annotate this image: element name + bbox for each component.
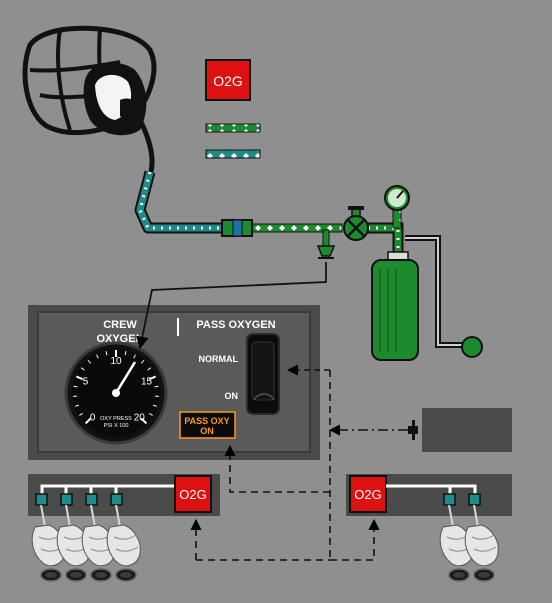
gauge-hub <box>112 389 120 397</box>
passenger-mask-icon <box>439 504 474 582</box>
gauge-tick-mark <box>154 385 159 388</box>
gauge-tick-mark <box>80 367 85 371</box>
control-signal-paths <box>190 370 380 561</box>
normal-position-label: NORMAL <box>199 354 239 364</box>
gauge-tick-label: 5 <box>83 376 89 387</box>
gauge-needle <box>114 361 137 394</box>
o2g-badge-left-label: O2G <box>179 487 206 502</box>
oxygen-line-sample <box>205 123 261 133</box>
crew-oxygen-label-line2: OXYGEN <box>96 333 143 345</box>
overboard-discharge-indicator <box>461 336 483 358</box>
shutoff-valve-icon <box>343 206 369 241</box>
on-position-label: ON <box>225 391 239 401</box>
gauge-tick-mark <box>75 375 84 381</box>
passenger-oxygen-unit-left: O2G <box>28 474 220 516</box>
o2g-badge-top-label: O2G <box>213 73 243 89</box>
cylinder-pressure-gauge-icon <box>384 185 410 211</box>
pressure-port-tee <box>316 245 336 259</box>
crew-oxygen-label-line1: CREW <box>103 319 137 331</box>
annunciator-line1: PASS OXY <box>184 416 229 426</box>
line-coupling <box>221 219 253 237</box>
crew-oxygen-line <box>134 170 470 348</box>
gauge-tick-mark <box>133 354 136 359</box>
pass-oxy-on-annunciator: PASS OXY ON <box>179 411 236 439</box>
pass-oxygen-label: PASS OXYGEN <box>196 319 275 331</box>
oxygen-cylinder-icon <box>371 251 419 361</box>
passenger-oxygen-unit-right: O2G <box>346 474 512 516</box>
gauge-tick-mark <box>147 367 152 371</box>
gauge-tick-mark <box>79 412 83 416</box>
crew-oxygen-mask-icon <box>22 25 157 176</box>
gauge-tick-mark <box>152 404 158 407</box>
gauge-tick-mark <box>96 354 99 359</box>
passenger-mask-icon <box>464 504 499 582</box>
gauge-tick-label: 0 <box>90 412 96 423</box>
pass-oxygen-switch[interactable] <box>246 333 280 415</box>
user-line-sample <box>205 149 261 159</box>
gauge-tick-mark <box>124 351 127 356</box>
gauge-caption-line1: OXY PRESS <box>100 416 132 422</box>
gauge-tick-mark <box>73 385 78 388</box>
gauge-tick-mark <box>149 412 153 416</box>
gauge-tick-mark <box>87 359 92 364</box>
passenger-mask-icon <box>106 504 141 582</box>
gauge-tick-mark <box>84 417 92 425</box>
gauge-tick-label: 20 <box>134 412 146 423</box>
gauge-tick-mark <box>74 404 80 407</box>
crew-oxygen-pressure-gauge: 0 5 10 15 20 OXY PRESS PSI X 100 <box>64 341 168 445</box>
o2g-badge-top: O2G <box>205 59 251 101</box>
o2g-badge-right-label: O2G <box>354 487 381 502</box>
annunciator-line2: ON <box>200 426 214 436</box>
passenger-oxygen-controller <box>422 408 512 452</box>
gauge-tick-mark <box>140 417 148 425</box>
gauge-tick-mark <box>140 359 145 364</box>
gauge-tick-mark <box>148 375 157 381</box>
gauge-tick-label: 10 <box>110 356 122 367</box>
gauge-caption-line2: PSI X 100 <box>104 423 129 429</box>
gauge-tick-label: 15 <box>141 376 153 387</box>
controller-connector <box>408 420 418 440</box>
pressure-sense-line <box>136 262 327 350</box>
gauge-tick-mark <box>105 351 108 356</box>
